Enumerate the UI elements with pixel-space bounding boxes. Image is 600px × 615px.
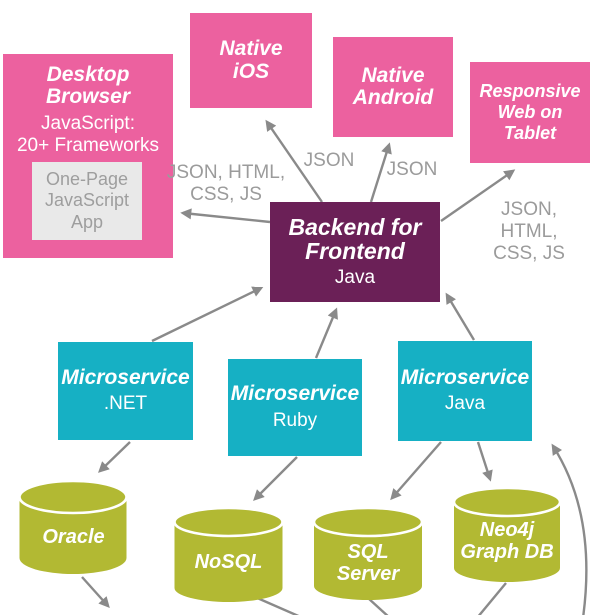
neo4j-cylinder — [452, 486, 562, 582]
line-neo4j-down — [477, 582, 507, 615]
arrow-ms-ruby-to-nosql — [253, 456, 298, 501]
node-desktop-browser: Desktop Browser JavaScript: 20+ Framewor… — [3, 54, 173, 258]
desktop-browser-title: Desktop Browser — [45, 63, 131, 109]
microservice-java-title: Microservice — [400, 365, 530, 389]
oracle-label: Oracle — [42, 526, 105, 548]
sql-server-cylinder — [312, 506, 424, 600]
arrow-ms-net-to-oracle — [98, 441, 131, 473]
arrow-bff-to-responsive-web — [440, 169, 516, 222]
edge-label-tablet-payload: JSON, HTML, CSS, JS — [493, 199, 565, 264]
microservice-net-title: Microservice — [61, 365, 190, 389]
arrow-oracle-down — [81, 576, 110, 609]
edge-label-json-android: JSON — [386, 159, 438, 180]
node-native-ios: Native iOS — [190, 13, 312, 108]
microservice-ruby-subtitle: Ruby — [272, 409, 318, 431]
bff-subtitle: Java — [334, 267, 376, 289]
arrow-bff-to-desktop-browser — [180, 208, 271, 224]
edge-label-json-ios: JSON — [303, 150, 355, 171]
sql-server-label: SQL Server — [336, 541, 400, 586]
desktop-browser-subtitle: JavaScript: 20+ Frameworks — [16, 112, 160, 156]
node-backend-for-frontend: Backend for Frontend Java — [270, 202, 440, 302]
arrow-bff-to-native-android — [369, 142, 392, 203]
node-responsive-web: Responsive Web on Tablet — [470, 62, 590, 163]
arrow-bff-to-native-ios — [265, 119, 323, 203]
arrow-ms-java-to-sql-server — [390, 441, 442, 501]
arrow-ms-net-to-bff — [151, 286, 264, 343]
microservice-ruby-title: Microservice — [230, 382, 360, 406]
node-microservice-java: Microservice Java — [398, 341, 532, 441]
line-nosql-down — [254, 595, 300, 615]
neo4j-label: Neo4j Graph DB — [460, 519, 554, 564]
native-ios-title: Native iOS — [219, 37, 283, 83]
arrow-ms-ruby-to-bff — [314, 307, 338, 359]
nosql-cylinder — [173, 506, 284, 602]
responsive-web-title: Responsive Web on Tablet — [479, 80, 581, 144]
line-sql-server-down — [367, 597, 389, 615]
bff-title: Backend for Frontend — [288, 213, 422, 264]
one-page-app-box: One-Page JavaScript App — [32, 162, 142, 240]
arrow-ms-java-to-bff — [445, 292, 476, 341]
microservice-java-subtitle: Java — [444, 393, 486, 415]
arrow-curve-to-ms-java — [551, 443, 588, 615]
node-microservice-net: Microservice .NET — [58, 342, 193, 440]
oracle-cylinder — [18, 479, 128, 574]
native-android-title: Native Android — [352, 63, 434, 109]
edge-label-desktop-payload: JSON, HTML, CSS, JS — [166, 162, 286, 205]
nosql-label: NoSQL — [194, 551, 263, 573]
node-native-android: Native Android — [333, 37, 453, 137]
node-microservice-ruby: Microservice Ruby — [228, 359, 362, 456]
arrow-ms-java-to-neo4j — [476, 441, 493, 482]
microservice-net-subtitle: .NET — [103, 393, 148, 415]
